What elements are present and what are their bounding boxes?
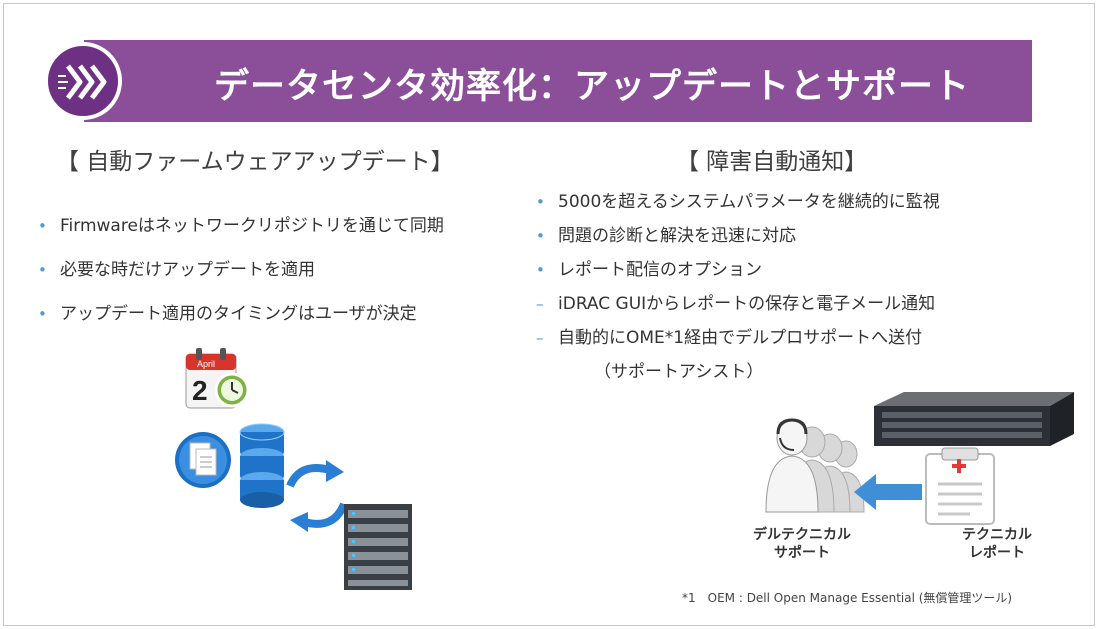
bullet-icon: • bbox=[38, 305, 47, 323]
list-item: •アップデート適用のタイミングはユーザが決定 bbox=[36, 292, 444, 336]
list-item-continuation: （サポートアシスト） bbox=[594, 362, 764, 382]
footnote: *1 OEM : Dell Open Manage Essential (無償管… bbox=[682, 591, 1013, 605]
list-item: •必要な時だけアップデートを適用 bbox=[36, 248, 444, 292]
slide: データセンタ効率化：アップデートとサポート 【 自動ファームウェアアップデート】… bbox=[3, 3, 1095, 626]
calendar-month: April bbox=[197, 359, 215, 369]
technical-report-label: テクニカル レポート bbox=[962, 527, 1032, 561]
support-team-icon bbox=[765, 418, 865, 513]
firmware-bullet-list: •Firmwareはネットワークリポジトリを通じて同期 •必要な時だけアップデー… bbox=[36, 204, 444, 336]
bullet-icon: • bbox=[38, 217, 47, 235]
list-item: –iDRAC GUIからレポートの保存と電子メール通知 bbox=[534, 287, 940, 321]
notification-bullet-list: •5000を超えるシステムパラメータを継続的に監視 •問題の診断と解決を迅速に対… bbox=[534, 185, 940, 389]
server-rack-icon bbox=[344, 504, 412, 590]
bullet-icon: • bbox=[38, 261, 47, 279]
list-item: –自動的にOME*1経由でデルプロサポートへ送付 bbox=[534, 321, 940, 355]
bullet-icon: • bbox=[536, 227, 545, 245]
bullet-icon: • bbox=[536, 193, 545, 211]
calendar-clock-icon: April 2 bbox=[185, 348, 250, 409]
list-item: •問題の診断と解決を迅速に対応 bbox=[534, 219, 940, 253]
chevron-arrows-icon bbox=[44, 42, 122, 120]
auto-failure-notification-heading: 【 障害自動通知】 bbox=[676, 149, 868, 175]
technical-report-icon bbox=[925, 447, 995, 525]
dell-technical-support-label: デルテクニカル サポート bbox=[753, 527, 851, 561]
title-bar: データセンタ効率化：アップデートとサポート bbox=[84, 40, 1032, 122]
server-icon bbox=[874, 392, 1074, 446]
auto-firmware-update-heading: 【 自動ファームウェアアップデート】 bbox=[56, 149, 454, 175]
list-item: •Firmwareはネットワークリポジトリを通じて同期 bbox=[36, 204, 444, 248]
database-icon bbox=[239, 423, 285, 508]
arrow-left-icon bbox=[854, 474, 922, 510]
list-item: •レポート配信のオプション bbox=[534, 253, 940, 287]
page-title: データセンタ効率化：アップデートとサポート bbox=[214, 67, 971, 107]
calendar-day: 2 bbox=[192, 375, 208, 406]
dash-icon: – bbox=[536, 295, 544, 313]
sync-arrows-icon bbox=[286, 460, 348, 532]
dash-icon: – bbox=[536, 329, 544, 347]
bullet-icon: • bbox=[536, 261, 545, 279]
documents-icon bbox=[175, 432, 231, 488]
list-item: •5000を超えるシステムパラメータを継続的に監視 bbox=[534, 185, 940, 219]
